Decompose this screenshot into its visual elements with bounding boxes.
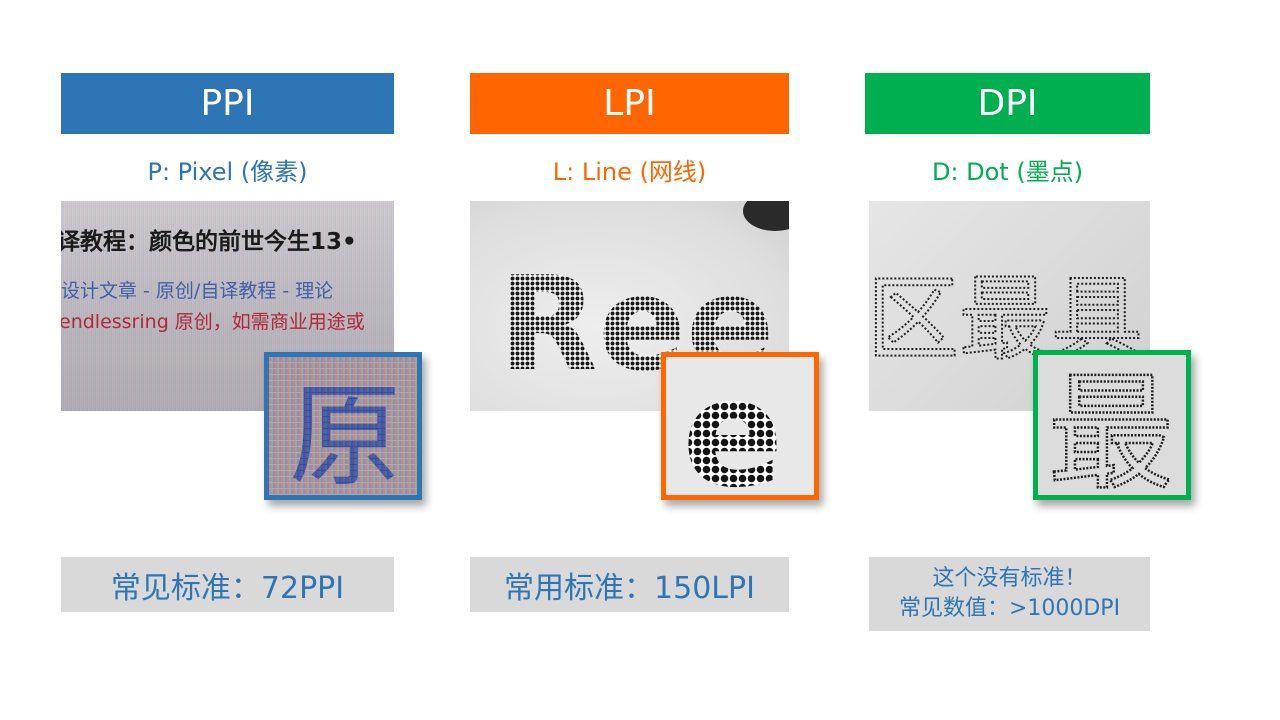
- dpi-zoom-inset: 最: [1033, 350, 1191, 500]
- dpi-title: DPI: [977, 83, 1038, 124]
- ppi-header: PPI: [61, 73, 394, 134]
- lpi-zoom-glyph: e: [682, 357, 784, 495]
- dpi-footer: 这个没有标准！ 常见数值：>1000DPI: [869, 557, 1150, 631]
- ppi-zoom-inset: 原: [264, 352, 422, 500]
- dpi-header: DPI: [865, 73, 1150, 134]
- lpi-header: LPI: [470, 73, 789, 134]
- ppi-photo-line-2: 设计文章 - 原创/自译教程 - 理论: [61, 280, 333, 302]
- dpi-footer-line-2: 常见数值：>1000DPI: [898, 596, 1121, 621]
- lpi-zoom-inset: e: [661, 352, 819, 500]
- ppi-subtitle: P: Pixel (像素): [147, 157, 308, 186]
- ppi-footer: 常见标准：72PPI: [61, 557, 394, 612]
- lpi-footer-text: 常用标准：150LPI: [504, 570, 755, 606]
- ppi-footer-text: 常见标准：72PPI: [110, 570, 345, 606]
- dpi-subtitle: D: Dot (墨点): [931, 157, 1084, 186]
- lpi-subtitle: L: Line (网线): [552, 157, 707, 186]
- ppi-screen-photo: 译教程：颜色的前世今生13• 设计文章 - 原创/自译教程 - 理论 endle…: [61, 201, 394, 411]
- ppi-photo-line-1: 译教程：颜色的前世今生13•: [61, 228, 357, 255]
- lpi-title: LPI: [603, 83, 656, 124]
- lpi-footer: 常用标准：150LPI: [470, 557, 789, 612]
- dpi-footer-line-1: 这个没有标准！: [932, 566, 1087, 591]
- ppi-photo-line-3: endlessring 原创，如需商业用途或: [61, 311, 365, 333]
- dpi-zoom-glyph: 最: [1048, 360, 1174, 495]
- ppi-title: PPI: [200, 83, 255, 124]
